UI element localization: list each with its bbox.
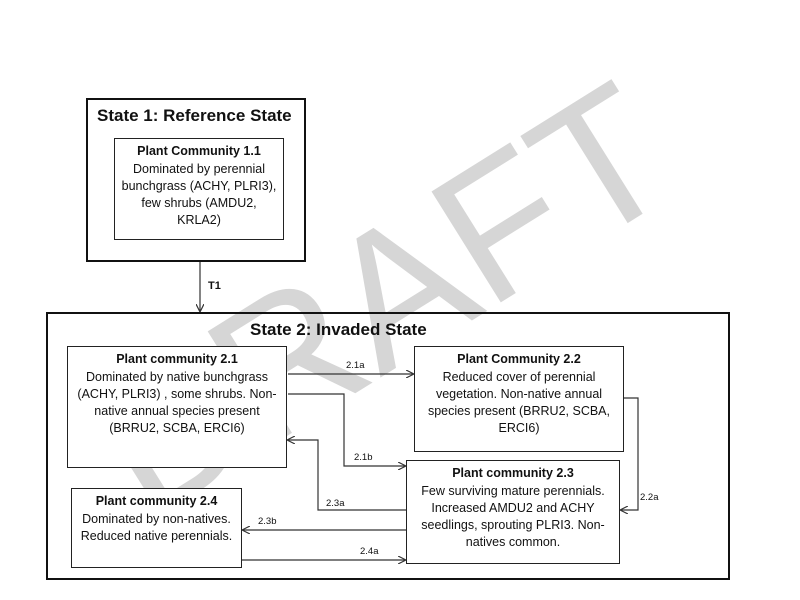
pc-2-4-description: Dominated by non-natives. Reduced native… [80,512,233,543]
transition-t1-label: T1 [208,280,221,292]
pc-2-3-description: Few surviving mature perennials. Increas… [421,484,605,549]
pc-2-3-title: Plant community 2.3 [452,466,574,480]
pc-2-1-title: Plant community 2.1 [116,352,238,366]
pc-2-2-description: Reduced cover of perennial vegetation. N… [427,370,610,435]
pc-1-1-title: Plant Community 1.1 [137,144,261,158]
pathway-2-1a-label: 2.1a [346,360,365,371]
pathway-2-3a-label: 2.3a [326,498,345,509]
pathway-2-1b-arrow [288,393,405,466]
pc-2-4-title: Plant community 2.4 [95,494,218,508]
plant-community-1-1: Plant Community 1.1 Dominated by perenni… [114,138,284,240]
pathway-2-2a-label: 2.2a [640,492,659,503]
plant-community-2-2: Plant Community 2.2 Reduced cover of per… [414,346,624,452]
state-1-title: State 1: Reference State [97,106,292,125]
pc-2-1-description: Dominated by native bunchgrass (ACHY, PL… [77,370,277,435]
pathway-2-2a-arrow [621,397,639,510]
state-2-box [46,312,730,580]
plant-community-2-4: Plant community 2.4 Dominated by non-nat… [71,488,242,568]
pc-2-2-title: Plant Community 2.2 [457,352,581,366]
plant-community-2-1: Plant community 2.1 Dominated by native … [67,346,287,468]
pathway-2-3b-label: 2.3b [258,516,277,527]
pathway-2-3a-arrow [288,440,406,511]
pathway-2-4a-label: 2.4a [360,546,379,557]
state-1-box [86,98,306,262]
state-2-title: State 2: Invaded State [250,320,427,339]
plant-community-2-3: Plant community 2.3 Few surviving mature… [406,460,620,564]
pathway-2-1b-label: 2.1b [354,452,373,463]
pc-1-1-description: Dominated by perennial bunchgrass (ACHY,… [121,162,277,227]
